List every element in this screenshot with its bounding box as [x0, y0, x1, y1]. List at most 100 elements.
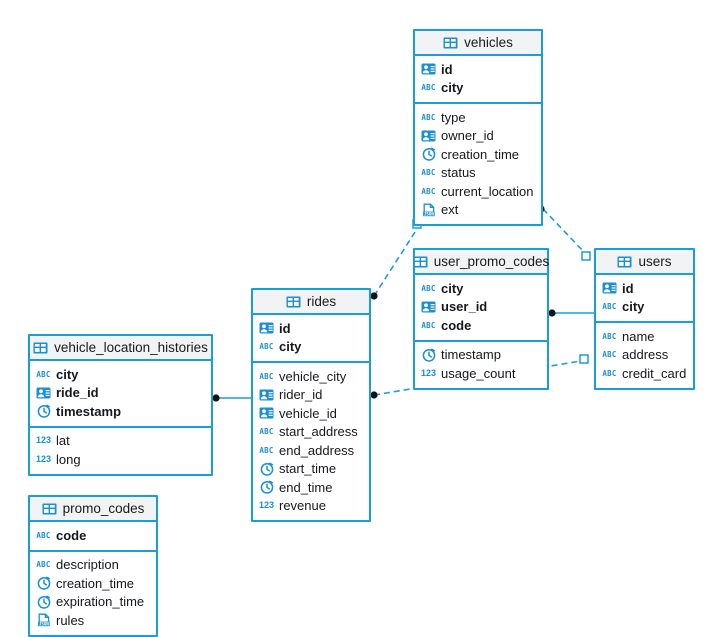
field-row[interactable]: JSON ext: [415, 201, 541, 220]
field-name: owner_id: [441, 128, 494, 144]
table-header-vehicles[interactable]: vehicles: [415, 31, 541, 56]
field-name: id: [279, 320, 291, 336]
abc-icon: ABC: [602, 331, 617, 341]
field-row[interactable]: end_time: [253, 478, 369, 497]
field-name: ext: [441, 202, 459, 218]
svg-text:JSON: JSON: [423, 211, 433, 216]
id-card-icon: [259, 406, 274, 421]
table-header-vehicle_location_histories[interactable]: vehicle_location_histories: [30, 336, 211, 361]
123-icon: 123: [35, 453, 52, 464]
field-name: city: [441, 280, 464, 296]
relationship-one-endpoint: [579, 354, 589, 364]
abc-icon: ABC: [36, 530, 51, 540]
field-name: city: [56, 366, 79, 382]
id-card-icon: [421, 299, 436, 314]
abc-icon: ABC: [421, 168, 436, 177]
relationship-upc-to-users[interactable]: [548, 309, 594, 317]
abc-icon: ABC: [421, 112, 436, 122]
field-name: creation_time: [56, 575, 135, 591]
table-icon: [443, 36, 458, 49]
relationship-one-endpoint: [581, 251, 591, 261]
field-row[interactable]: rider_id: [253, 386, 369, 405]
field-name: city: [622, 299, 645, 315]
field-row[interactable]: timestamp: [415, 346, 547, 365]
field-row[interactable]: expiration_time: [30, 593, 156, 612]
relationship-many-endpoint: [212, 394, 220, 402]
field-row[interactable]: vehicle_id: [253, 404, 369, 423]
field-row[interactable]: ride_id: [30, 384, 211, 403]
table-header-user_promo_codes[interactable]: user_promo_codes: [413, 250, 550, 275]
table-header-rides[interactable]: rides: [253, 290, 369, 315]
table-header-users[interactable]: users: [596, 250, 693, 275]
field-name: usage_count: [441, 365, 516, 381]
clock-icon: [421, 347, 436, 362]
field-name: address: [622, 347, 669, 363]
table-name: users: [638, 253, 672, 269]
123-icon: 123: [35, 435, 52, 446]
field-name: type: [441, 109, 466, 125]
field-row[interactable]: timestamp: [30, 402, 211, 421]
id-card-icon: [259, 321, 274, 336]
relationship-line: [373, 228, 418, 297]
field-name: code: [441, 317, 472, 333]
field-row[interactable]: ABC type: [415, 108, 541, 127]
field-name: expiration_time: [56, 594, 145, 610]
field-row[interactable]: id: [253, 319, 369, 338]
json-document-icon: JSON: [421, 202, 436, 217]
field-row[interactable]: start_time: [253, 460, 369, 479]
field-name: timestamp: [441, 347, 501, 363]
clock-icon: [421, 147, 436, 162]
table-icon: [42, 502, 57, 515]
field-name: description: [56, 557, 119, 573]
field-row[interactable]: id: [415, 60, 541, 79]
field-row[interactable]: id: [596, 279, 693, 298]
relationship-many-endpoint: [370, 292, 378, 300]
field-name: vehicle_id: [279, 405, 337, 421]
table-header-promo_codes[interactable]: promo_codes: [30, 497, 156, 522]
json-document-icon: JSON: [36, 613, 51, 628]
relationship-vlh-to-rides[interactable]: [212, 394, 251, 402]
field-row[interactable]: creation_time: [30, 574, 156, 593]
field-row[interactable]: owner_id: [415, 127, 541, 146]
field-row[interactable]: user_id: [415, 298, 547, 317]
table-name: user_promo_codes: [433, 253, 550, 269]
table-name: vehicle_location_histories: [54, 339, 208, 355]
field-row[interactable]: creation_time: [415, 145, 541, 164]
id-card-icon: [602, 281, 617, 296]
clock-icon: [259, 461, 274, 476]
field-name: creation_time: [441, 146, 520, 162]
relationship-many-endpoint: [548, 309, 556, 317]
